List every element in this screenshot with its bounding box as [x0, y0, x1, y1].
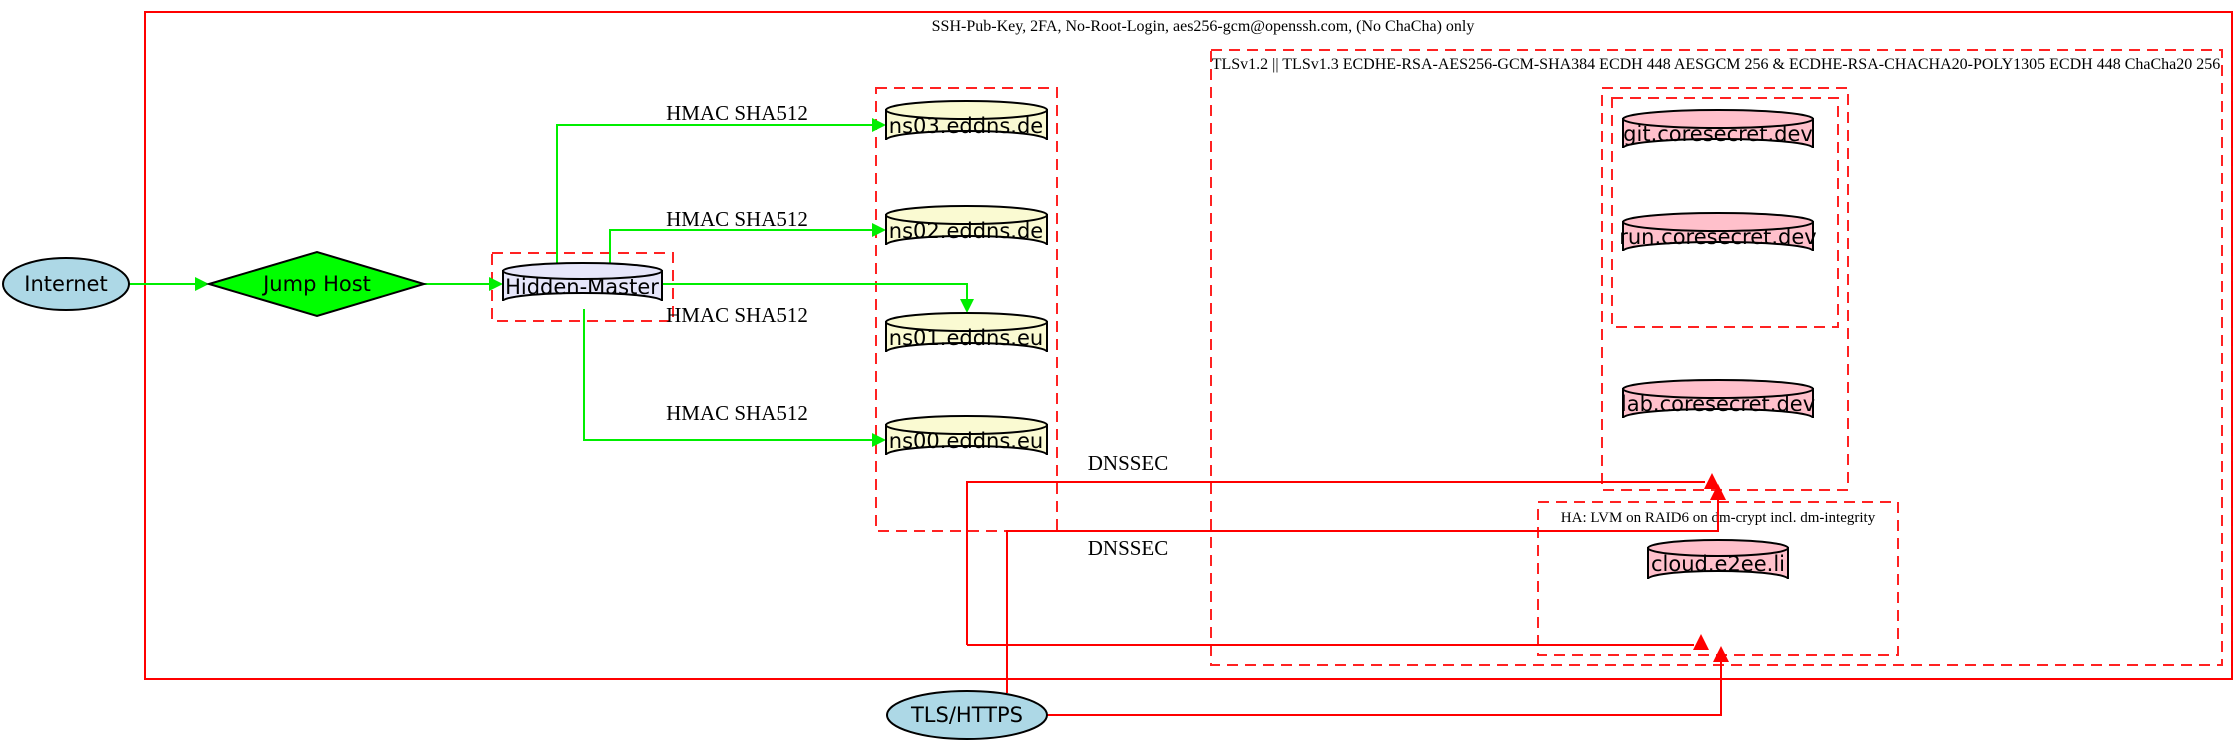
node-cloud-label: cloud.e2ee.li — [1651, 552, 1785, 576]
hmac-label-ns02: HMAC SHA512 — [666, 207, 808, 231]
edge-tlshttps-to-coresecret — [1006, 484, 1726, 693]
node-internet: Internet — [2, 257, 130, 311]
node-tls-https-label: TLS/HTTPS — [910, 703, 1023, 727]
hmac-label-ns00: HMAC SHA512 — [666, 401, 808, 425]
node-hidden-master-label: Hidden-Master — [505, 275, 659, 299]
arrowhead-right — [872, 118, 886, 132]
edge-tlshttps-to-cloud — [1046, 646, 1729, 716]
dnssec-label-2: DNSSEC — [1088, 536, 1169, 560]
node-ns02: ns02.eddns.de — [885, 205, 1048, 246]
edge-hiddenmaster-to-ns00 — [583, 309, 886, 447]
node-ns01-label: ns01.eddns.eu — [889, 326, 1043, 350]
dns-cluster-box — [875, 87, 1058, 532]
dnssec-label-1: DNSSEC — [1088, 451, 1169, 475]
node-lab: lab.coresecret.dev — [1621, 379, 1815, 419]
node-git-label: git.coresecret.dev — [1623, 122, 1813, 146]
node-ns00: ns00.eddns.eu — [885, 415, 1048, 456]
tls-cluster-box — [1210, 49, 2223, 666]
arrowhead-right — [872, 433, 886, 447]
hmac-label-ns01: HMAC SHA512 — [666, 303, 808, 327]
hidden-master-cluster-box — [491, 252, 674, 322]
arrowhead-up — [1710, 484, 1726, 500]
node-ns03-label: ns03.eddns.de — [889, 114, 1043, 138]
node-jump-host-label: Jump Host — [261, 272, 371, 296]
node-ns00-label: ns00.eddns.eu — [889, 429, 1043, 453]
node-ns03: ns03.eddns.de — [885, 100, 1048, 141]
coresecret-outer-cluster-box — [1601, 87, 1849, 491]
arrowhead-up — [1693, 634, 1709, 650]
arrowhead-up — [1713, 646, 1729, 662]
edge-jumphost-to-hiddenmaster — [424, 277, 503, 291]
edge-hiddenmaster-to-ns02 — [609, 223, 886, 263]
node-cloud: cloud.e2ee.li — [1647, 539, 1789, 580]
node-lab-label: lab.coresecret.dev — [1621, 392, 1815, 416]
tls-cluster-label: TLSv1.2 || TLSv1.3 ECDHE-RSA-AES256-GCM-… — [1212, 56, 2221, 73]
node-run-label: run.coresecret.dev — [1619, 225, 1817, 249]
node-ns02-label: ns02.eddns.de — [889, 219, 1043, 243]
edge-hiddenmaster-to-ns01 — [662, 283, 974, 313]
edge-hiddenmaster-to-ns03 — [556, 118, 886, 263]
edge-dns-to-cloud-dnssec — [967, 634, 1709, 650]
node-hidden-master: Hidden-Master — [502, 262, 663, 302]
ssh-cluster-label: SSH-Pub-Key, 2FA, No-Root-Login, aes256-… — [932, 18, 1475, 35]
edge-internet-to-jumphost — [129, 277, 209, 291]
node-ns01: ns01.eddns.eu — [885, 312, 1048, 353]
node-git: git.coresecret.dev — [1622, 109, 1814, 149]
arrowhead-up — [1704, 473, 1720, 489]
arrowhead-right — [195, 277, 209, 291]
node-tls-https: TLS/HTTPS — [886, 690, 1048, 740]
arrowhead-right — [489, 277, 503, 291]
node-jump-host: Jump Host — [205, 250, 428, 318]
node-internet-label: Internet — [24, 272, 107, 296]
edge-dns-to-coresecret-dnssec — [966, 473, 1720, 645]
arrowhead-down — [960, 299, 974, 313]
node-run: run.coresecret.dev — [1619, 212, 1817, 252]
coresecret-inner-cluster-box — [1611, 97, 1839, 328]
arrowhead-right — [872, 223, 886, 237]
ssh-cluster-box — [144, 11, 2233, 680]
hmac-label-ns03: HMAC SHA512 — [666, 101, 808, 125]
